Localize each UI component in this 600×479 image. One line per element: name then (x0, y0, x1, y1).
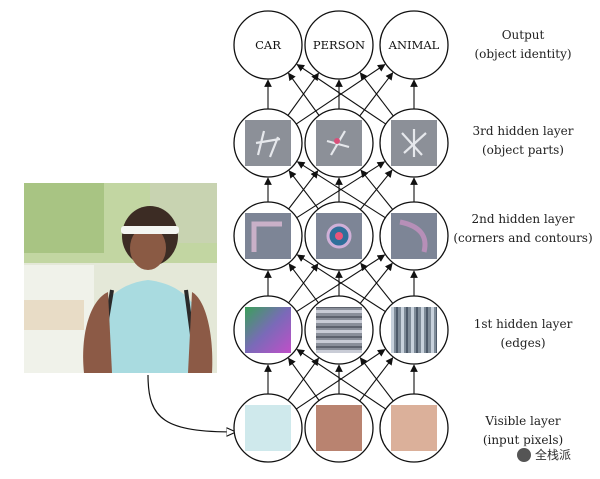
input-photo (24, 183, 217, 373)
hidden-3-node (304, 108, 374, 178)
pixel-swatch (391, 405, 437, 451)
output-layer-subtitle: (object identity) (474, 47, 572, 61)
visible-node (379, 393, 449, 463)
edge-filter-image (391, 307, 437, 353)
connection-arrow (296, 254, 386, 313)
hidden-1-node (304, 295, 374, 365)
part-filter-image (245, 120, 291, 166)
node-circle (304, 10, 374, 80)
watermark: 全栈派 (513, 446, 574, 463)
output-node: ANIMAL (379, 10, 449, 80)
output-layer-label: Output (object identity) (448, 26, 598, 64)
contour-curve (399, 219, 428, 253)
connection-arrow (360, 169, 394, 210)
connection-arrow (296, 64, 387, 125)
output-node: PERSON (304, 10, 374, 80)
visible-layer-subtitle: (input pixels) (482, 433, 564, 447)
pixel-swatch (245, 405, 291, 451)
part-highlight (334, 138, 340, 144)
connection-arrow (288, 357, 320, 401)
node-circle (233, 10, 303, 80)
hidden-layer-3-subtitle: (object parts) (481, 143, 564, 157)
hidden-layer-2-title: 2nd hidden layer (471, 212, 575, 226)
watermark-logo-icon (516, 447, 531, 462)
hidden-3-node (233, 108, 303, 178)
connection-arrows (264, 64, 418, 410)
part-strokes (401, 129, 427, 157)
node-circle (379, 10, 449, 80)
part-strokes (255, 130, 281, 158)
network-nodes: CAR PERSON ANIMAL (233, 10, 449, 463)
hidden-2-node (379, 201, 449, 271)
output-node: CAR (233, 10, 303, 80)
connection-arrow (288, 72, 320, 116)
connection-arrow (296, 161, 386, 219)
connection-arrow (359, 72, 394, 117)
hidden-layer-1-label: 1st hidden layer (edges) (448, 315, 598, 353)
hidden-3-node (379, 108, 449, 178)
contour-filter-image (391, 213, 437, 259)
hidden-layer-2-label: 2nd hidden layer (corners and contours) (448, 210, 598, 248)
edge-filter-image (245, 307, 291, 353)
hidden-2-node (233, 201, 303, 271)
connection-arrow (288, 170, 319, 210)
visible-layer-label: Visible layer (input pixels) (448, 412, 598, 450)
connection-arrow (359, 357, 394, 402)
input-arrow (147, 374, 236, 432)
output-node-label: CAR (255, 38, 281, 52)
connection-arrow (296, 349, 387, 410)
output-layer-title: Output (501, 28, 545, 42)
corner-stroke (251, 221, 282, 252)
watermark-text: 全栈派 (534, 448, 571, 462)
hidden-layer-3-label: 3rd hidden layer (object parts) (448, 122, 598, 160)
hidden-layer-1-title: 1st hidden layer (473, 317, 573, 331)
hidden-layer-1-subtitle: (edges) (500, 336, 546, 350)
output-node-label: PERSON (313, 38, 365, 52)
connection-arrow (360, 262, 394, 304)
hidden-layer-2-subtitle: (corners and contours) (453, 231, 593, 245)
hidden-1-node (379, 295, 449, 365)
hidden-2-node (304, 201, 374, 271)
pixel-swatch (316, 405, 362, 451)
edge-filter-image (316, 307, 362, 353)
visible-node (233, 393, 303, 463)
visible-layer-title: Visible layer (485, 414, 561, 428)
hidden-1-node (233, 295, 303, 365)
contour-center (335, 232, 343, 240)
connection-arrow (288, 263, 319, 304)
visible-node (304, 393, 374, 463)
output-node-label: ANIMAL (388, 38, 440, 52)
hidden-layer-3-title: 3rd hidden layer (472, 124, 574, 138)
